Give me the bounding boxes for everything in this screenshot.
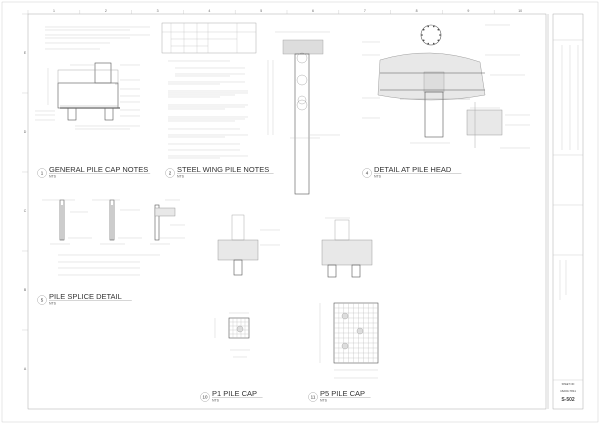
steel-wing-pile-table [161, 22, 257, 54]
pile-cap-section-small [217, 214, 280, 276]
detail-title: P5 PILE CAP [320, 389, 365, 398]
pile-splice-diagrams [42, 199, 185, 276]
detail-scale: NTS [49, 175, 57, 179]
detail-scale: NTS [177, 175, 185, 179]
pile-elevation [267, 31, 340, 195]
detail-number: 1 [41, 171, 44, 176]
detail-number-bubble [362, 168, 372, 178]
column-label: 7 [364, 9, 366, 13]
row-grid-ruler: E D C B A [22, 13, 28, 371]
detail-number-bubble [37, 295, 47, 305]
column-label: 1 [53, 9, 55, 13]
detail-scale: NTS [320, 399, 328, 403]
row-label: C [24, 209, 27, 213]
p5-pile-cap-plan [319, 302, 379, 379]
detail-number: 2 [169, 171, 172, 176]
column-label: 6 [312, 9, 314, 13]
title-block: SHEET NO 16200-7811 S-502 [547, 13, 584, 410]
sheet-label: SHEET NO [562, 383, 575, 386]
detail-title: STEEL WING PILE NOTES [177, 165, 269, 174]
detail-scale: NTS [374, 175, 382, 179]
steel-wing-pile-notes-text [168, 60, 248, 159]
column-label: 5 [260, 9, 262, 13]
row-label: E [24, 51, 27, 55]
pile-cap-section-large [321, 217, 373, 278]
column-label: 10 [518, 9, 522, 13]
row-label: B [24, 288, 27, 292]
column-label: 4 [208, 9, 210, 13]
column-grid-ruler: 1 2 3 4 5 6 7 8 9 10 [27, 9, 522, 14]
detail-number-bubble [37, 168, 47, 178]
project-number: 16200-7811 [560, 389, 576, 393]
column-label: 2 [105, 9, 107, 13]
detail-title: GENERAL PILE CAP NOTES [49, 165, 148, 174]
column-label: 3 [157, 9, 159, 13]
pile-head-detail [362, 24, 530, 149]
detail-number: 5 [41, 298, 44, 303]
p1-pile-cap-plan [214, 312, 250, 358]
row-label: A [24, 367, 27, 371]
detail-scale: NTS [49, 302, 57, 306]
detail-number-bubble [165, 168, 175, 178]
detail-number: 4 [366, 171, 369, 176]
detail-number: 10 [202, 395, 208, 400]
column-label: 9 [467, 9, 469, 13]
sheet-number: S-502 [561, 397, 575, 403]
column-label: 8 [416, 9, 418, 13]
detail-scale: NTS [212, 399, 220, 403]
row-label: D [24, 130, 27, 134]
detail-number-bubble [308, 392, 318, 402]
detail-title: P1 PILE CAP [212, 389, 257, 398]
detail-title: PILE SPLICE DETAIL [49, 292, 122, 301]
detail-number-bubble [200, 392, 210, 402]
detail-number: 11 [311, 395, 316, 400]
general-pile-cap-notes-block [35, 26, 150, 130]
detail-title: DETAIL AT PILE HEAD [374, 165, 452, 174]
